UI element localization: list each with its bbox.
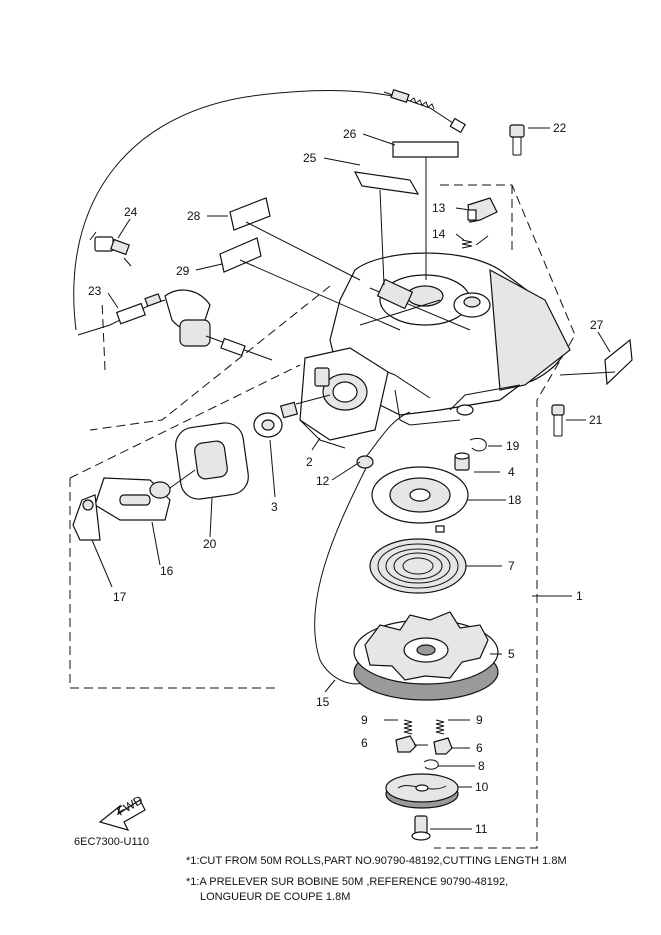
callout-6-right: 6 — [476, 741, 483, 755]
callout-2: 2 — [306, 455, 313, 469]
part-21-bolt — [551, 404, 565, 437]
part-5-sheave-drum — [353, 611, 499, 701]
part-15-starter-rope — [314, 411, 411, 685]
part-6-pawls — [395, 735, 453, 755]
fwd-arrow-icon: FWD — [98, 793, 146, 831]
part-3-grommet — [253, 394, 331, 438]
footnote-french-line-2: LONGUEUR DE COUPE 1.8M — [200, 891, 351, 903]
callout-5: 5 — [508, 647, 515, 661]
part-4-collar — [454, 452, 470, 471]
part-16-handle — [94, 469, 196, 521]
part-13-lock-lever — [467, 197, 498, 223]
callout-18: 18 — [508, 493, 522, 507]
callout-14: 14 — [432, 227, 446, 241]
callout-17: 17 — [113, 590, 127, 604]
callout-9-left: 9 — [361, 713, 368, 727]
callout-3: 3 — [271, 500, 278, 514]
callout-16: 16 — [160, 564, 174, 578]
callout-21: 21 — [589, 413, 603, 427]
part-11-bolt — [411, 815, 431, 841]
part-8-clip — [423, 759, 439, 770]
callout-24: 24 — [124, 205, 138, 219]
part-19-circlip — [469, 437, 487, 452]
callout-13: 13 — [432, 201, 446, 215]
part-23-lock-link — [115, 289, 273, 361]
part-1-starter-housing — [329, 252, 571, 426]
callout-11: 11 — [475, 822, 488, 836]
part-2-rope-guide — [299, 347, 389, 449]
callout-20: 20 — [203, 537, 217, 551]
callout-23: 23 — [88, 284, 102, 298]
callout-15: 15 — [316, 695, 330, 709]
part-24-clamp — [89, 231, 132, 267]
part-20-seal — [175, 422, 249, 500]
diagram-code: 6EC7300-U110 — [74, 836, 150, 848]
part-22-bolt — [509, 124, 525, 156]
footnote-english: *1:CUT FROM 50M ROLLS,PART NO.90790-4819… — [186, 855, 567, 867]
callout-12: 12 — [316, 474, 330, 488]
part-labels-decals — [219, 141, 633, 386]
leader-lines — [91, 127, 616, 830]
callout-22: 22 — [553, 121, 567, 135]
callout-8: 8 — [478, 759, 485, 773]
assembly-boundary — [69, 184, 576, 849]
callout-19: 19 — [506, 439, 520, 453]
callout-27: 27 — [590, 318, 604, 332]
part-7-recoil-spring — [369, 525, 467, 594]
callout-28: 28 — [187, 209, 201, 223]
callout-29: 29 — [176, 264, 190, 278]
part-9-pawl-springs — [403, 719, 445, 735]
callout-9-right: 9 — [476, 713, 483, 727]
callout-numbers: 1 2 3 4 5 6 6 7 8 9 9 10 11 12 13 14 15 … — [88, 121, 604, 836]
part-18-spring-cover — [371, 466, 469, 524]
callout-10: 10 — [475, 780, 489, 794]
callout-6-left: 6 — [361, 736, 368, 750]
callout-26: 26 — [343, 127, 357, 141]
part-14-lever-spring — [461, 235, 489, 249]
part-10-drive-plate — [385, 773, 459, 809]
callout-1: 1 — [576, 589, 583, 603]
callout-25: 25 — [303, 151, 317, 165]
callout-7: 7 — [508, 559, 515, 573]
footnote-french-line-1: *1:A PRELEVER SUR BOBINE 50M ,REFERENCE … — [186, 876, 509, 888]
part-17-clip — [72, 494, 101, 541]
callout-4: 4 — [508, 465, 515, 479]
